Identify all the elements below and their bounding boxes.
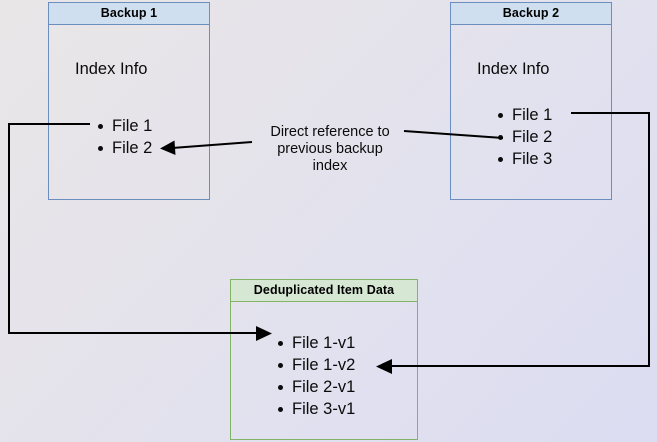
backup-1-box: Backup 1 — [48, 2, 210, 200]
list-item: File 3-v1 — [277, 398, 355, 420]
list-item: File 1 — [97, 115, 152, 137]
backup-2-header: Backup 2 — [451, 3, 611, 25]
list-item: File 2 — [97, 137, 152, 159]
deduplicated-item-data-box: Deduplicated Item Data — [230, 279, 418, 440]
list-item: File 1-v1 — [277, 332, 355, 354]
list-item: File 1 — [497, 104, 552, 126]
backup-2-box: Backup 2 — [450, 2, 612, 200]
direct-reference-caption: Direct reference to previous backup inde… — [270, 124, 390, 174]
backup-1-index-info-label: Index Info — [75, 60, 148, 78]
deduplicated-item-list: File 1-v1 File 1-v2 File 2-v1 File 3-v1 — [277, 332, 355, 420]
backup-2-file-list: File 1 File 2 File 3 — [497, 104, 552, 170]
backup-2-index-info-label: Index Info — [477, 60, 550, 78]
backup-1-file-list: File 1 File 2 — [97, 115, 152, 159]
deduplicated-item-data-header: Deduplicated Item Data — [231, 280, 417, 302]
list-item: File 1-v2 — [277, 354, 355, 376]
list-item: File 2-v1 — [277, 376, 355, 398]
list-item: File 3 — [497, 148, 552, 170]
list-item: File 2 — [497, 126, 552, 148]
backup-1-header: Backup 1 — [49, 3, 209, 25]
